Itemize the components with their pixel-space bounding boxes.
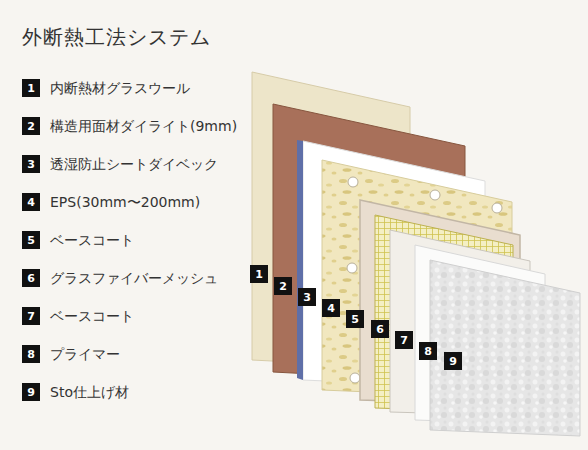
- legend-number-box: 9Sto仕上げ材: [22, 383, 40, 401]
- callout-number: 7: [395, 331, 413, 349]
- callout-number: 9: [449, 356, 457, 367]
- callout-number: 3: [27, 159, 35, 170]
- callout-number: 2: [274, 277, 292, 295]
- layer-name: EPS(30mm〜200mm): [50, 194, 200, 211]
- callout-number: 5: [346, 310, 364, 328]
- legend-number-box: 3透湿防止シートダイベック: [22, 155, 40, 173]
- legend-number-box: 7ベースコート: [22, 307, 40, 325]
- callout-number: 5: [351, 314, 359, 325]
- callout-number: 8: [27, 349, 35, 360]
- callout-number: 7: [400, 335, 408, 346]
- callout-number: 5: [27, 235, 35, 246]
- callout-number: 4: [27, 197, 35, 208]
- callout-number: 6: [27, 273, 35, 284]
- callout-number: 2: [279, 281, 287, 292]
- legend-number-box: 5ベースコート: [22, 231, 40, 249]
- layer-name: 透湿防止シートダイベック: [50, 156, 218, 173]
- callout-number: 1: [27, 83, 35, 94]
- layer-name: プライマー: [50, 346, 120, 363]
- callout-number: 8: [419, 342, 437, 360]
- callout-number: 2: [27, 121, 35, 132]
- layer-name: Sto仕上げ材: [50, 384, 129, 401]
- callout-number: 1: [255, 269, 263, 280]
- layer-name: グラスファイバーメッシュ: [50, 270, 218, 287]
- callout-number: 9: [444, 352, 462, 370]
- callout-number: 4: [322, 299, 340, 317]
- callout-number: 1: [250, 265, 268, 283]
- legend-number-box: 8プライマー: [22, 345, 40, 363]
- legend-number-box: 1内断熱材グラスウール: [22, 79, 40, 97]
- callout-number: 6: [371, 320, 389, 338]
- callout-number: 3: [298, 288, 316, 306]
- layer-name: 構造用面材ダイライト(9mm): [50, 118, 237, 135]
- legend-number-box: 2構造用面材ダイライト(9mm): [22, 117, 40, 135]
- layer-name: ベースコート: [50, 232, 134, 249]
- layer-name: ベースコート: [50, 308, 134, 325]
- callout-number: 7: [27, 311, 35, 322]
- callout-number: 3: [303, 292, 311, 303]
- legend-number-box: 4EPS(30mm〜200mm): [22, 193, 40, 211]
- callout-number: 8: [424, 346, 432, 357]
- callout-number: 4: [327, 303, 335, 314]
- callout-number: 9: [27, 387, 35, 398]
- diagram-title: 外断熱工法システム: [22, 24, 211, 51]
- callout-number: 6: [376, 324, 384, 335]
- layer-name: 内断熱材グラスウール: [50, 80, 190, 97]
- legend-number-box: 6グラスファイバーメッシュ: [22, 269, 40, 287]
